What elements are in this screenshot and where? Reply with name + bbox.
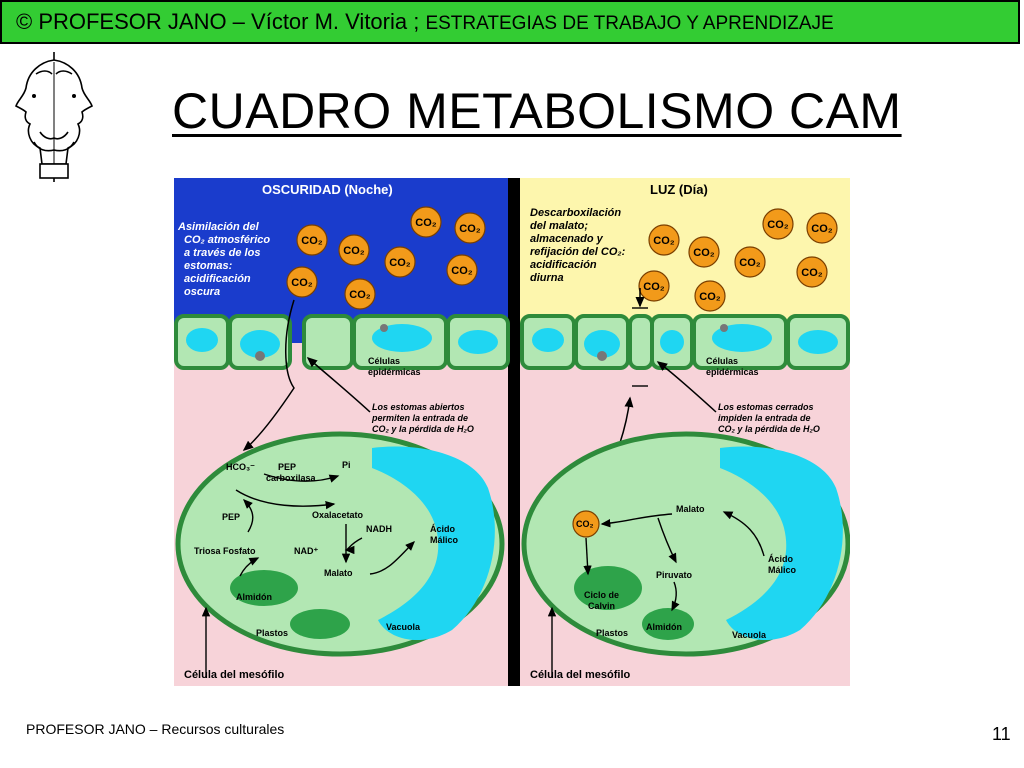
day-malato: Malato <box>676 504 705 514</box>
night-cell-label: Célula del mesófilo <box>184 669 285 681</box>
night-co2-7: CO₂ <box>291 277 313 289</box>
day-piruvato: Piruvato <box>656 570 693 580</box>
day-co2-6: CO₂ <box>801 267 823 279</box>
day-co2-2: CO₂ <box>693 247 715 259</box>
night-oxalacetato: Oxalacetato <box>312 510 364 520</box>
day-co2-4: CO₂ <box>811 223 833 235</box>
night-nad: NAD⁺ <box>294 546 318 556</box>
day-heading: LUZ (Día) <box>650 182 708 197</box>
night-pi: Pi <box>342 460 351 470</box>
night-pep: PEP <box>222 512 240 522</box>
footer-credit: PROFESOR JANO – Recursos culturales <box>26 721 285 737</box>
day-desc-5: acidificación <box>530 259 597 271</box>
day-co2-5: CO₂ <box>739 257 761 269</box>
day-desc-1: Descarboxilación <box>530 207 621 219</box>
night-almidon: Almidón <box>236 592 272 602</box>
night-desc-6: oscura <box>184 286 220 298</box>
night-vacuola: Vacuola <box>386 622 421 632</box>
day-vacuola: Vacuola <box>732 630 767 640</box>
night-pep-carboxilasa-1: PEP <box>278 462 296 472</box>
janus-logo-icon <box>15 52 93 182</box>
night-desc-1: Asimilación del <box>177 221 260 233</box>
day-desc-4: refijación del CO₂: <box>530 246 626 258</box>
night-malato: Malato <box>324 568 353 578</box>
night-desc-2: CO₂ atmosférico <box>184 234 270 246</box>
day-cells-label-1: Células <box>706 356 738 366</box>
day-acido-malico-2: Málico <box>768 565 797 575</box>
day-desc-2: del malato; <box>530 220 588 232</box>
day-desc-3: almacenado y <box>530 233 604 245</box>
night-cells-label-1: Células <box>368 356 400 366</box>
center-divider <box>508 178 520 686</box>
night-co2-1: CO₂ <box>301 235 323 247</box>
header-bar: © PROFESOR JANO – Víctor M. Vitoria ; ES… <box>0 0 1020 44</box>
day-stoma-note-2: impiden la entrada de <box>718 413 811 423</box>
night-stoma-note-2: permiten la entrada de <box>371 413 468 423</box>
day-desc-6: diurna <box>530 272 564 284</box>
night-heading: OSCURIDAD (Noche) <box>262 182 393 197</box>
day-co2-7: CO₂ <box>643 281 665 293</box>
day-stoma-note-1: Los estomas cerrados <box>718 402 814 412</box>
night-acido-malico-1: Ácido <box>430 524 456 534</box>
night-stoma-note-1: Los estomas abiertos <box>372 402 465 412</box>
night-stoma-note-3: CO₂ y la pérdida de H₂O <box>372 424 474 434</box>
night-hco3: HCO₃⁻ <box>226 462 255 472</box>
day-acido-malico-1: Ácido <box>768 554 794 564</box>
night-plastos: Plastos <box>256 628 288 638</box>
cam-metabolism-diagram: OSCURIDAD (Noche) Asimilación del CO₂ at… <box>174 178 850 686</box>
night-co2-2: CO₂ <box>343 245 365 257</box>
day-stoma-note-3: CO₂ y la pérdida de H₂O <box>718 424 820 434</box>
day-cell-label: Célula del mesófilo <box>530 669 631 681</box>
night-pep-carboxilasa-2: carboxilasa <box>266 473 317 483</box>
night-cells-label-2: epidérmicas <box>368 367 421 377</box>
night-co2-5: CO₂ <box>389 257 411 269</box>
header-title: © PROFESOR JANO – Víctor M. Vitoria ; ES… <box>16 9 834 34</box>
day-almidon: Almidón <box>646 622 682 632</box>
day-co2-8: CO₂ <box>699 291 721 303</box>
night-triosa: Triosa Fosfato <box>194 546 256 556</box>
day-plastos: Plastos <box>596 628 628 638</box>
night-co2-4: CO₂ <box>459 223 481 235</box>
page-title: CUADRO METABOLISMO CAM <box>172 83 902 139</box>
day-co2-1: CO₂ <box>653 235 675 247</box>
night-co2-3: CO₂ <box>415 217 437 229</box>
night-desc-3: a través de los <box>184 247 260 259</box>
night-nadh: NADH <box>366 524 392 534</box>
day-co2-3: CO₂ <box>767 219 789 231</box>
night-co2-8: CO₂ <box>349 289 371 301</box>
page-number: 11 <box>992 724 1011 744</box>
day-ciclo-2: Calvin <box>588 601 615 611</box>
day-cells-label-2: epidérmicas <box>706 367 759 377</box>
night-desc-5: acidificación <box>184 273 251 285</box>
night-desc-4: estomas: <box>184 260 233 272</box>
night-acido-malico-2: Málico <box>430 535 459 545</box>
day-co2-small: CO₂ <box>576 519 594 529</box>
night-co2-6: CO₂ <box>451 265 473 277</box>
day-ciclo-1: Ciclo de <box>584 590 619 600</box>
